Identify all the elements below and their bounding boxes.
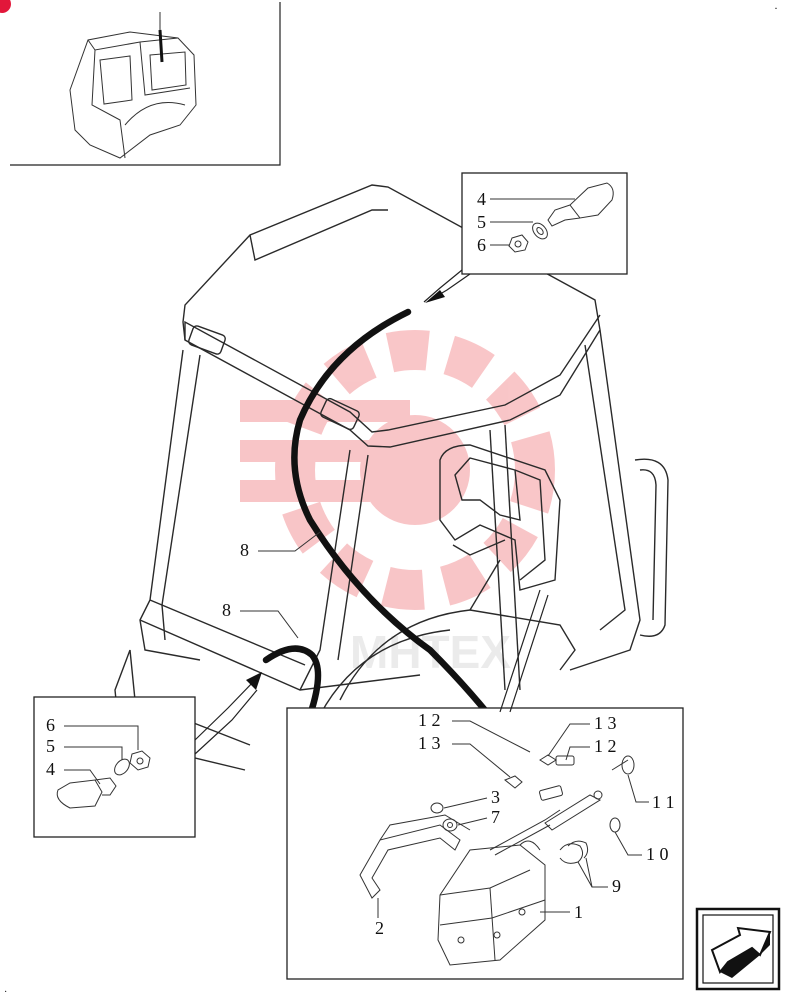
callout-8-upper: 8 (240, 540, 249, 560)
svg-text:·: · (774, 1, 778, 15)
reservoir-tank (437, 809, 561, 966)
callout-3: 3 (491, 787, 500, 807)
next-page-arrow-icon[interactable] (695, 907, 781, 991)
mounting-bracket (359, 814, 471, 899)
callout-5-top: 5 (477, 212, 486, 232)
callout-5-left: 5 (46, 736, 55, 756)
corner-marker-icon (0, 0, 11, 13)
thumbnail-inset (10, 2, 281, 166)
callout-1: 1 (574, 902, 583, 922)
callout-13-left: 1 3 (418, 733, 441, 753)
watermark-logo: MHTEX (240, 330, 555, 678)
callout-12-right: 1 2 (594, 736, 617, 756)
callout-10: 1 0 (646, 844, 669, 864)
callout-4-top: 4 (477, 189, 486, 209)
inset-left-parts: 6 5 4 (33, 672, 262, 838)
callout-8-lower: 8 (222, 600, 231, 620)
callout-13-right: 1 3 (594, 713, 617, 733)
callout-12-left: 1 2 (418, 710, 441, 730)
callout-9: 9 (612, 876, 621, 896)
callout-6-left: 6 (46, 715, 55, 735)
callout-2: 2 (375, 918, 384, 938)
detail-box: 1 2 1 3 1 3 1 2 1 1 1 0 3 7 9 1 2 (286, 589, 684, 980)
hose-upper (291, 308, 524, 759)
inset-top-parts: 4 5 6 (423, 172, 628, 303)
callout-11: 1 1 (652, 792, 675, 812)
svg-text:·: · (4, 987, 7, 998)
callout-6-top: 6 (477, 235, 486, 255)
callout-7: 7 (491, 807, 500, 827)
callout-4-left: 4 (46, 759, 55, 779)
